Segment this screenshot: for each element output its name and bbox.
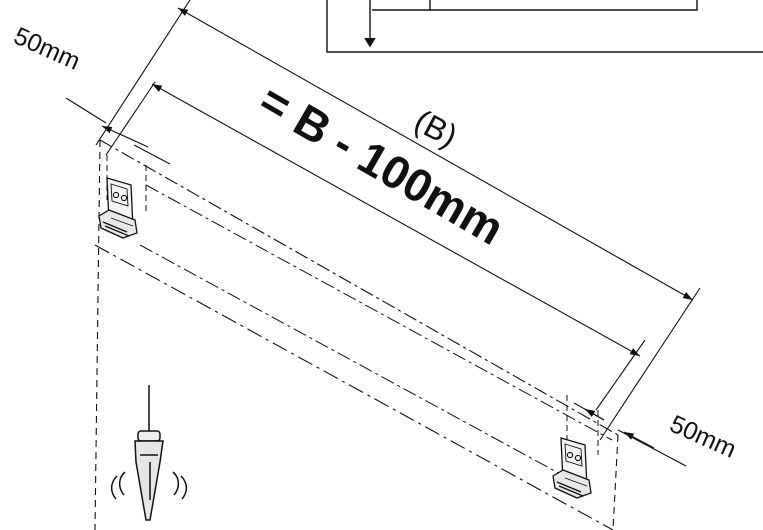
dimension-total-width bbox=[95, 0, 701, 441]
bracket-spacing-formula: = B - 100mm bbox=[251, 74, 513, 255]
bracket-guide-lines bbox=[139, 184, 613, 489]
bracket-drop-lines bbox=[106, 155, 599, 455]
dimension-right-margin bbox=[573, 402, 687, 467]
right-margin-label: 50mm bbox=[666, 410, 741, 464]
reference-frame bbox=[326, 0, 763, 53]
wall-bracket-icon bbox=[552, 437, 592, 499]
total-width-label: (B) bbox=[409, 102, 464, 154]
dimension-left-margin bbox=[65, 97, 171, 165]
plumb-bob-icon bbox=[110, 385, 188, 521]
wall-bracket-icon bbox=[98, 177, 138, 239]
dimension-bracket-spacing bbox=[105, 81, 646, 411]
left-margin-label: 50mm bbox=[10, 22, 85, 76]
